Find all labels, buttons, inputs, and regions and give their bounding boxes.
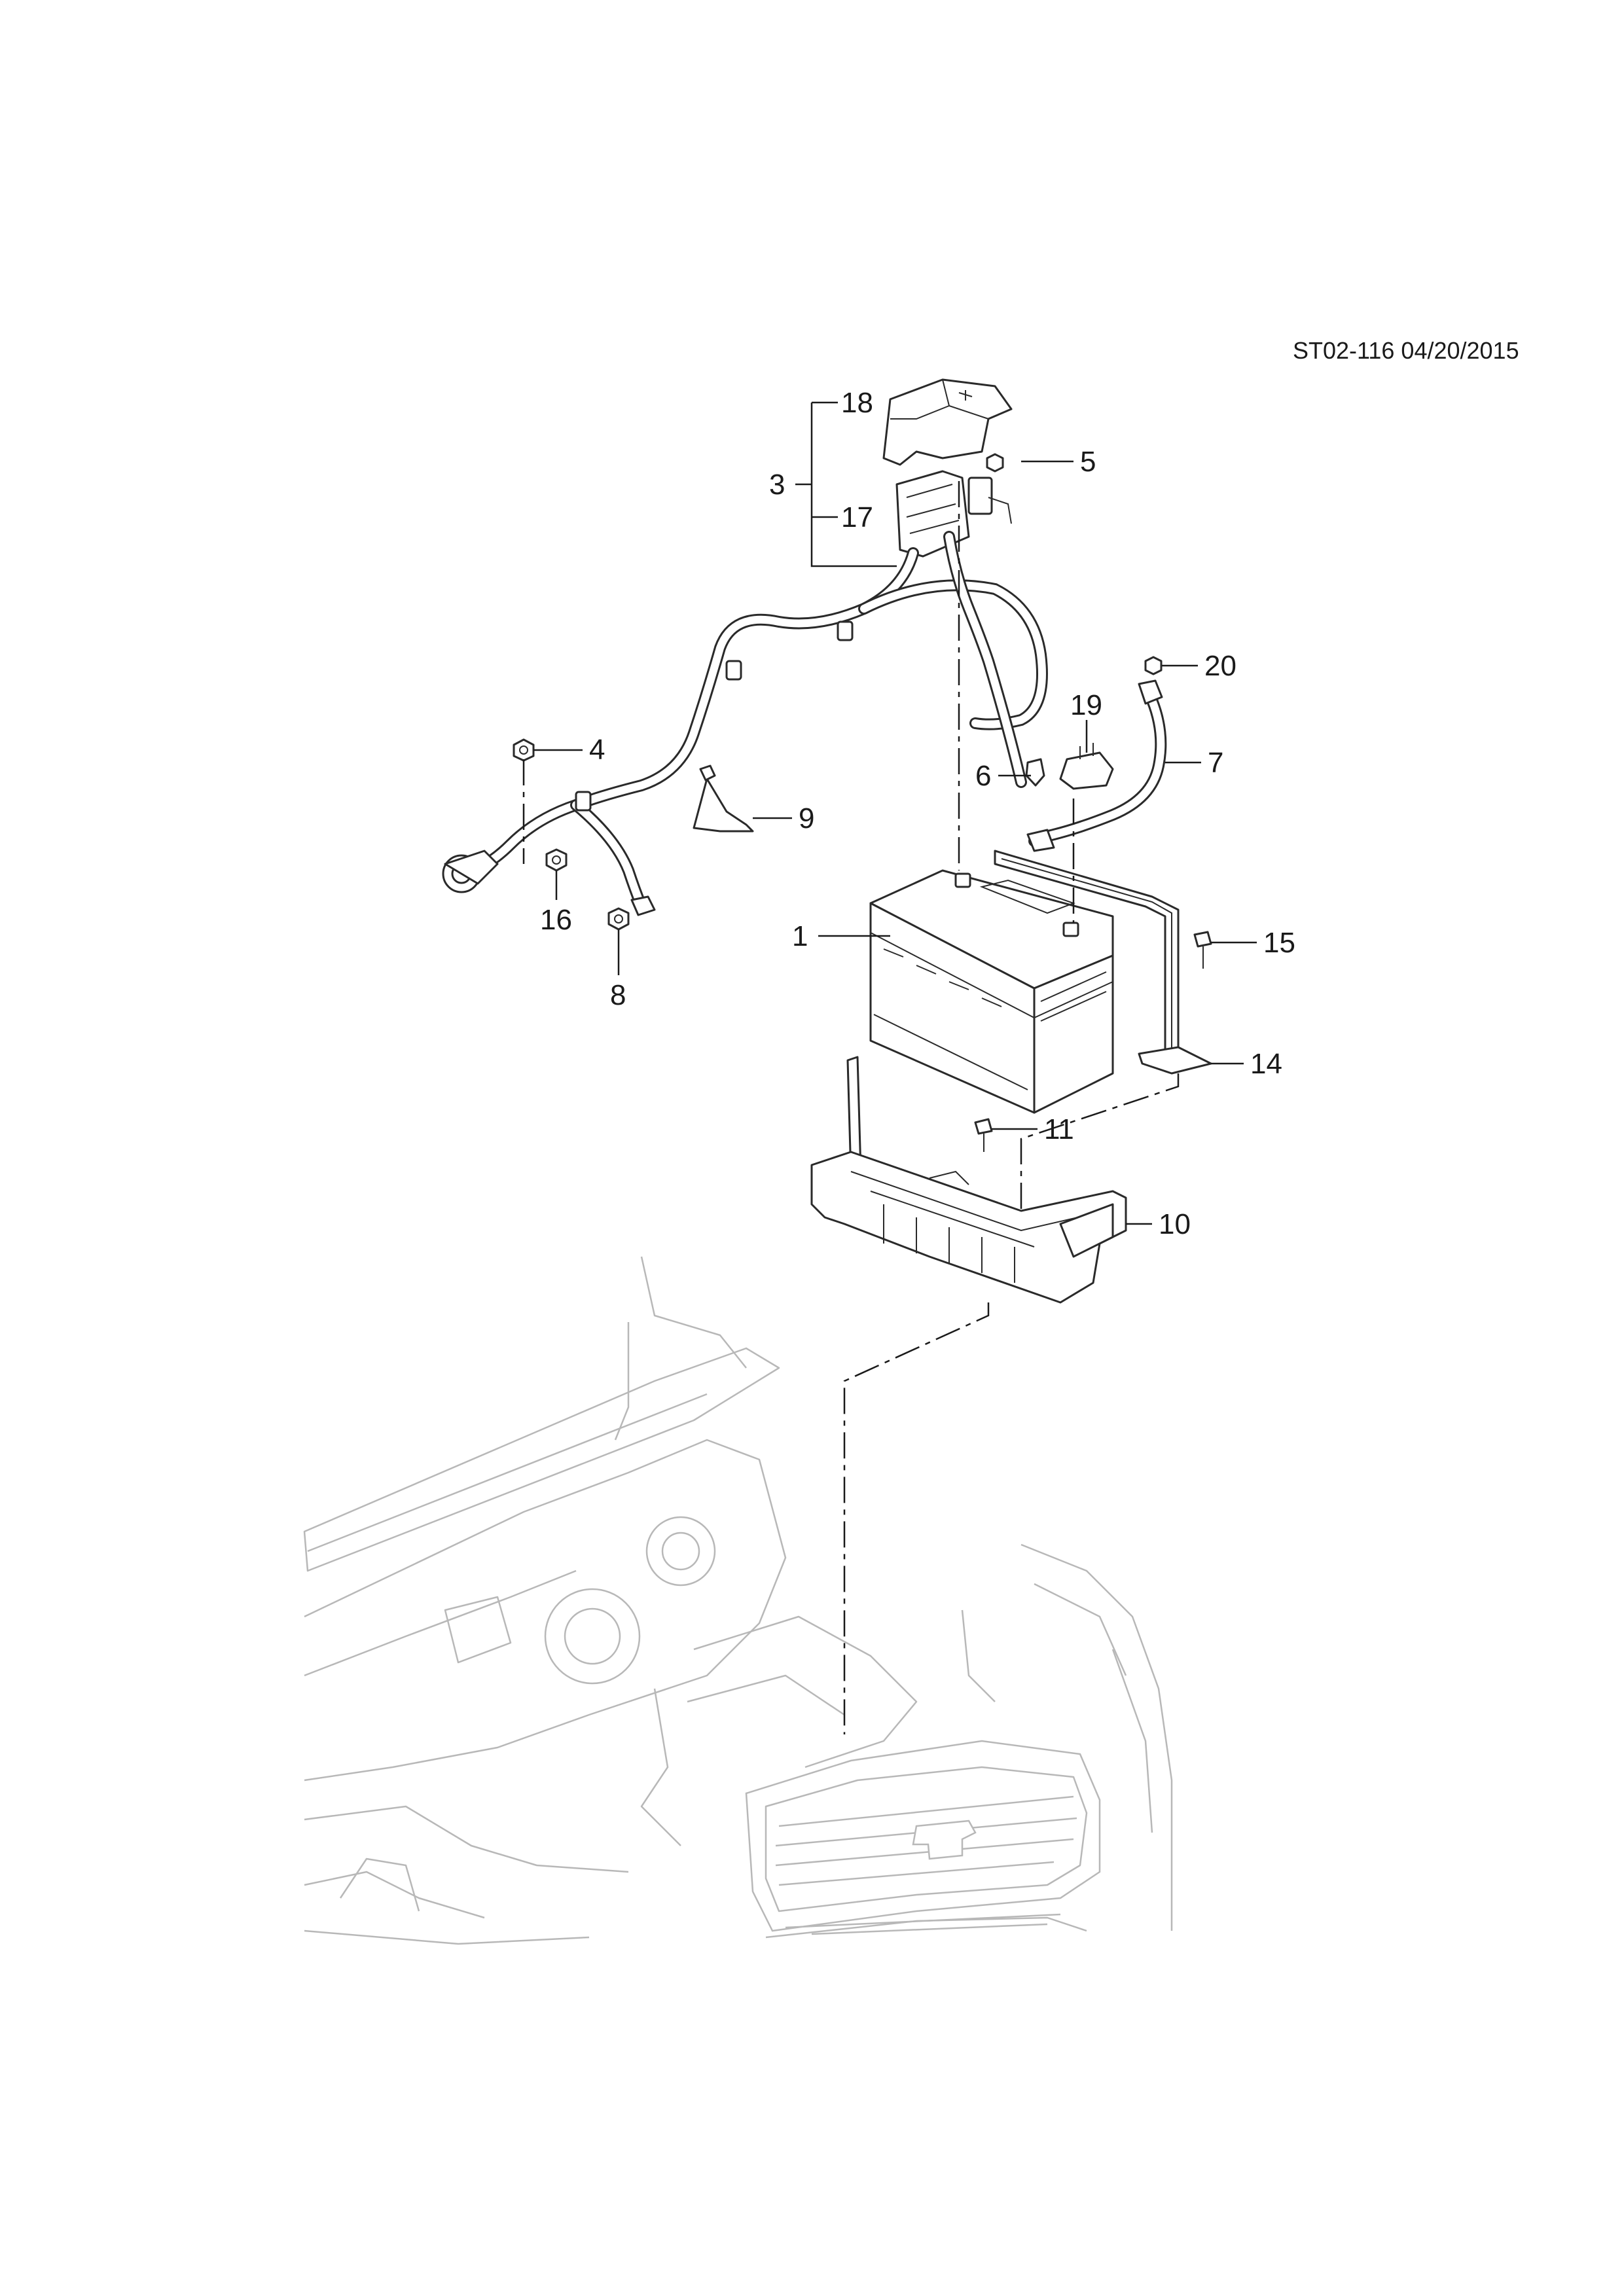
- battery-part: [869, 869, 1114, 1114]
- nut-20-part: [1144, 656, 1163, 675]
- clip-6-part: [1025, 758, 1045, 787]
- bolt-11-part: [974, 1118, 993, 1152]
- callout-16: 16: [540, 904, 572, 936]
- positive-cable-harness: [442, 531, 1048, 916]
- hold-down-part: [994, 850, 1212, 1075]
- callout-17: 17: [841, 501, 873, 533]
- nut-8-part: [607, 907, 630, 931]
- callout-20: 20: [1204, 650, 1236, 682]
- bracket-9-part: [693, 764, 754, 833]
- negative-cable-part: [1026, 679, 1167, 852]
- callout-8: 8: [610, 979, 626, 1011]
- bolt-15-part: [1193, 931, 1212, 969]
- callout-6: 6: [975, 760, 991, 792]
- callout-11: 11: [1044, 1113, 1074, 1145]
- battery-tray-part: [810, 1056, 1127, 1304]
- fuse-cover-part: [882, 378, 1013, 466]
- callout-4: 4: [589, 734, 605, 766]
- callout-10: 10: [1159, 1208, 1191, 1240]
- callout-1: 1: [792, 920, 808, 952]
- callout-5: 5: [1080, 446, 1096, 478]
- front-end-ghost-illustration: [303, 1256, 1173, 1945]
- callout-7: 7: [1208, 747, 1223, 779]
- callout-labels: 18 3 17 5 20 19 4 6 7 9 16 1 15 8 14 11 …: [540, 387, 1295, 1240]
- callout-18: 18: [841, 387, 873, 419]
- callout-15: 15: [1263, 927, 1295, 959]
- callout-9: 9: [799, 802, 814, 834]
- callout-19: 19: [1070, 689, 1102, 721]
- callout-14: 14: [1250, 1048, 1282, 1080]
- diagram-reference: ST02-116 04/20/2015: [1293, 337, 1519, 364]
- nut-4-part: [513, 738, 535, 762]
- callout-3: 3: [769, 469, 785, 501]
- nut-16-part: [545, 848, 568, 872]
- leader-lines: [533, 401, 1257, 1225]
- nut-5-part: [986, 453, 1004, 473]
- alignment-lines: [522, 481, 1180, 1734]
